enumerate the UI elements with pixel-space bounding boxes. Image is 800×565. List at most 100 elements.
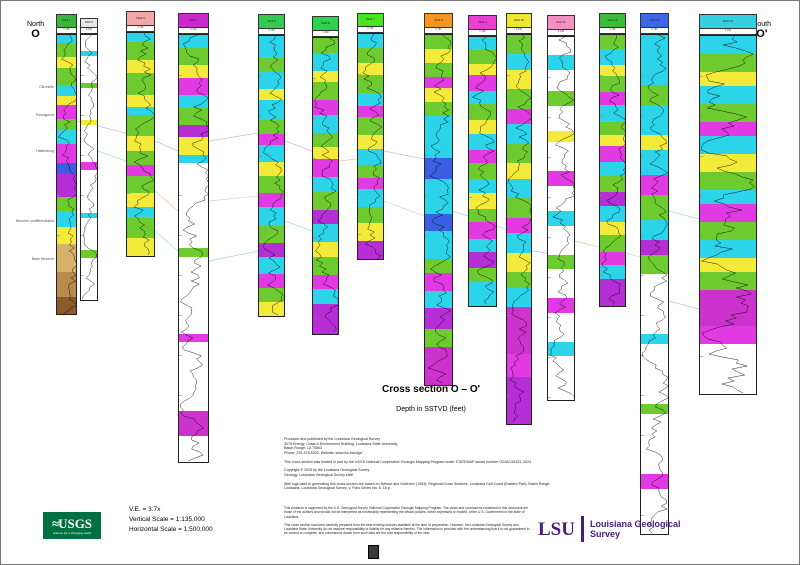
lithology-segment xyxy=(81,162,97,171)
lithology-segment xyxy=(179,248,208,257)
lithology-segment xyxy=(313,114,338,133)
formation-label: Hattiesburg xyxy=(36,149,54,153)
correlation-line xyxy=(284,140,313,152)
well-header: Well 1 xyxy=(56,14,77,28)
lithology-segment xyxy=(259,58,284,73)
depth-tick xyxy=(358,194,361,195)
lithology-segment xyxy=(313,304,338,334)
lithology-segment xyxy=(127,175,154,194)
track-scale-row: 0 150 xyxy=(56,28,77,34)
formation-label: Base Miocene xyxy=(31,257,54,261)
well-header: Well 13 xyxy=(640,13,669,28)
lithology-segment xyxy=(700,36,756,54)
lithology-segment xyxy=(81,87,97,120)
horizontal-scale: Horizontal Scale = 1:500,000 xyxy=(129,526,213,534)
credits-block: Produced and published by the Louisiana … xyxy=(284,437,559,495)
lithology-segment xyxy=(641,474,668,489)
depth-tick xyxy=(57,235,60,236)
track-scale-row: 0 150 xyxy=(258,29,285,35)
lithology-segment xyxy=(641,134,668,150)
lithology-segment xyxy=(600,64,625,76)
lithology-segment xyxy=(469,252,496,269)
lithology-segment xyxy=(469,192,496,209)
lithology-segment xyxy=(313,159,338,178)
well-log-track xyxy=(178,34,209,463)
depth-tick xyxy=(425,315,428,316)
lithology-segment xyxy=(507,178,531,199)
well-log-track xyxy=(258,35,285,317)
lithology-segment xyxy=(259,301,284,316)
lithology-segment xyxy=(700,325,756,344)
lithology-segment xyxy=(548,298,574,313)
depth-tick xyxy=(507,355,510,356)
lithology-segment xyxy=(469,238,496,252)
lithology-segment xyxy=(313,191,338,210)
depth-tick xyxy=(57,195,60,196)
depth-tick xyxy=(641,315,644,316)
correlation-line xyxy=(383,200,425,217)
lithology-segment xyxy=(358,34,383,48)
lithology-segment xyxy=(358,92,383,106)
depth-tick xyxy=(127,153,130,154)
lithology-segment xyxy=(358,135,383,149)
depth-tick xyxy=(81,155,84,156)
lithology-segment xyxy=(425,157,452,179)
depth-tick xyxy=(469,77,472,78)
depth-tick xyxy=(641,515,644,516)
correlation-line xyxy=(496,225,507,230)
depth-tick xyxy=(507,115,510,116)
depth-tick xyxy=(358,154,361,155)
north-direction-text: North xyxy=(27,21,45,28)
north-end-label: North O xyxy=(27,21,44,40)
depth-tick xyxy=(548,357,551,358)
depth-tick xyxy=(313,158,316,159)
lithology-segment xyxy=(469,268,496,282)
south-direction-text: South xyxy=(752,21,771,28)
lithology-segment xyxy=(700,171,756,190)
lithology-segment xyxy=(81,125,97,163)
section-letter-o: O xyxy=(31,28,40,40)
lithology-segment xyxy=(425,49,452,63)
lithology-segment xyxy=(358,223,383,241)
depth-tick xyxy=(425,75,428,76)
lithology-segment xyxy=(507,217,531,234)
lithology-segment xyxy=(313,224,338,243)
lithology-segment xyxy=(507,198,531,218)
lithology-segment xyxy=(57,196,76,211)
lithology-segment xyxy=(127,135,154,152)
lithology-segment xyxy=(507,307,531,354)
log-curve xyxy=(133,33,154,256)
track-scale-row: 0 150 xyxy=(357,27,384,33)
depth-tick xyxy=(548,237,551,238)
lithology-segment xyxy=(81,119,97,126)
lithology-segment xyxy=(600,251,625,266)
depth-tick xyxy=(548,117,551,118)
lithology-segment xyxy=(700,222,756,240)
lithology-segment xyxy=(313,100,338,115)
log-curve xyxy=(700,36,755,394)
well-header: Well 7 xyxy=(357,13,384,27)
lithology-segment xyxy=(313,70,338,83)
lithology-segment xyxy=(641,35,668,85)
depth-tick xyxy=(358,74,361,75)
depth-tick xyxy=(425,195,428,196)
depth-tick xyxy=(600,275,603,276)
depth-tick xyxy=(641,115,644,116)
lithology-segment xyxy=(641,174,668,195)
well-header: Well 8 xyxy=(424,13,453,28)
lithology-segment xyxy=(57,85,76,97)
depth-tick xyxy=(81,235,84,236)
well-header: Well 9 xyxy=(468,15,497,30)
fold-mark xyxy=(368,545,379,559)
lithology-segment xyxy=(313,177,338,192)
lithology-segment xyxy=(548,91,574,106)
lithology-segment xyxy=(700,290,756,326)
well-header: Well 5 xyxy=(258,14,285,29)
well-log-track xyxy=(126,32,155,257)
